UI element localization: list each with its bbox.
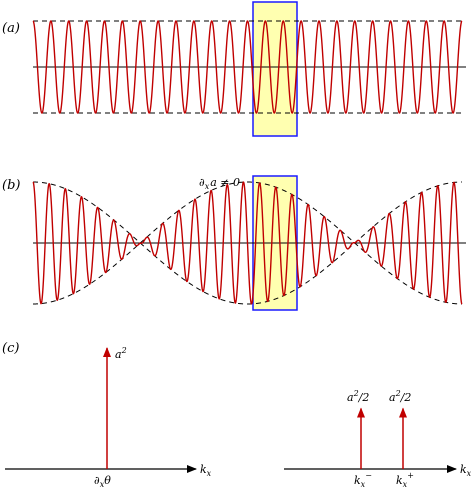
window-a: [252, 1, 298, 137]
wave-b: [32, 181, 463, 305]
annotation-dxa: ∂xa ≠ 0: [199, 176, 240, 191]
spectrum-right-tick-plus: kx+: [396, 471, 414, 489]
spectrum-left-tick: ∂xθ: [94, 474, 111, 489]
panel-b-label: (b): [2, 178, 20, 193]
panel-a: (a): [2, 1, 466, 137]
envelope-upper-b: [33, 181, 462, 244]
spectrum-right-axis-label: kx: [460, 463, 472, 478]
envelope-lower-b: [33, 242, 462, 305]
panel-a-label: (a): [2, 21, 20, 36]
spectrum-right-tick-minus: kx−: [354, 471, 372, 489]
panel-c-label: (c): [2, 341, 19, 356]
panel-c: (c) kx a2 ∂xθ kx a2/2 kx− a2/2 kx+: [2, 341, 472, 489]
panel-b: (b) ∂xa ≠ 0: [2, 175, 466, 311]
spectrum-left-axis-label: kx: [200, 463, 212, 478]
wave-a: [32, 20, 463, 114]
spectrum-right-spike-plus-label: a2/2: [389, 389, 411, 404]
spectrum-right-spike-minus-label: a2/2: [347, 389, 369, 404]
spectrum-left-spike-label: a2: [115, 346, 127, 361]
